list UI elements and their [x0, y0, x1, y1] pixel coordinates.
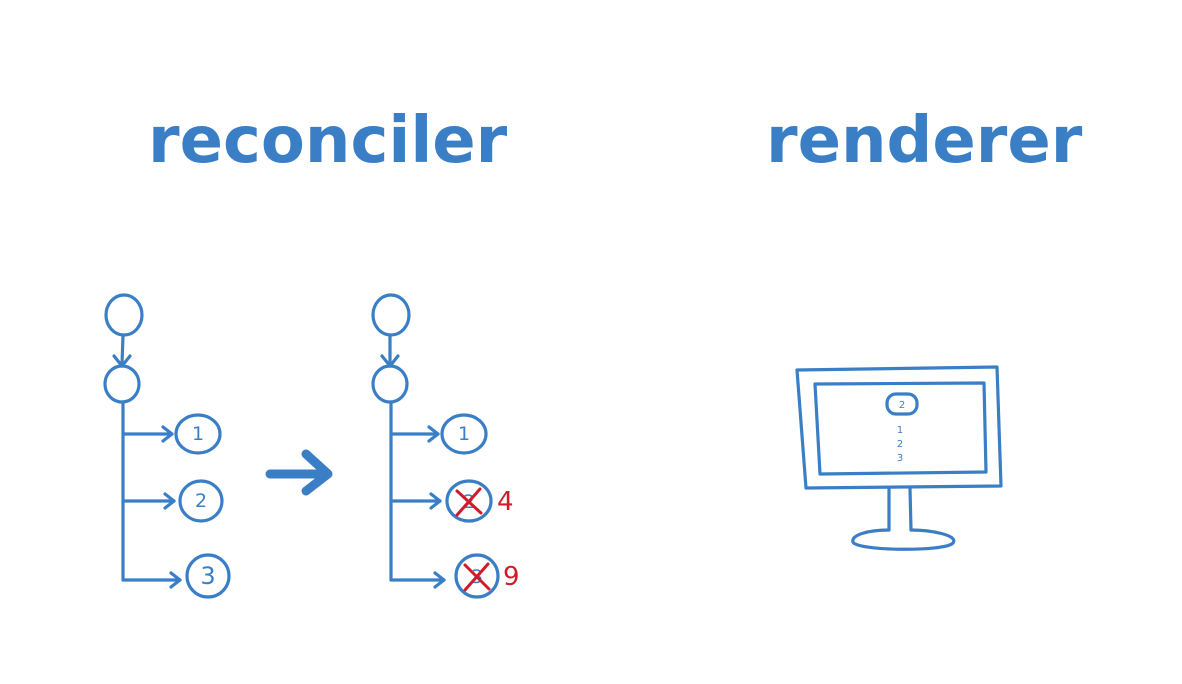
screen-list-item-3: 3 — [897, 453, 903, 464]
renderer-title: renderer — [766, 104, 1083, 178]
strike-through-mark-2 — [455, 487, 483, 517]
after-child-label-1: 1 — [458, 423, 470, 445]
before-arrowhead-3 — [169, 571, 182, 589]
before-child-label-2: 2 — [195, 490, 207, 512]
monitor-illustration: 2 1 2 3 — [795, 365, 1003, 551]
after-child-node-2 — [445, 479, 493, 523]
before-arrowhead-1 — [161, 425, 174, 443]
after-child-node-3 — [454, 553, 500, 599]
before-child-node-1 — [174, 413, 222, 455]
monitor-base — [851, 528, 956, 551]
before-child-node-3 — [185, 553, 231, 599]
strike-through-mark-3 — [463, 562, 491, 592]
after-parent-node — [371, 364, 409, 404]
monitor-outer-frame — [795, 365, 1003, 490]
screen-header-label: 2 — [899, 400, 905, 411]
before-root-node — [104, 293, 144, 337]
after-arrowhead-3 — [433, 571, 446, 589]
monitor-neck — [887, 486, 913, 532]
before-parent-node — [103, 364, 141, 404]
screen-list-item-1: 1 — [897, 425, 903, 436]
after-arrowhead-2 — [429, 492, 442, 510]
after-branch-line — [389, 400, 446, 582]
before-child-node-2 — [178, 479, 224, 523]
before-child-label-1: 1 — [192, 423, 204, 445]
before-child-label-3: 3 — [200, 562, 215, 590]
transition-arrowhead — [301, 449, 333, 496]
before-branch-line — [121, 400, 182, 582]
reconciler-title: reconciler — [148, 104, 508, 178]
before-tree: 1 2 3 — [103, 293, 231, 599]
after-arrowhead-1 — [427, 425, 440, 443]
after-child-node-1 — [440, 413, 488, 455]
screen-list-item-2: 2 — [897, 439, 903, 450]
replacement-value-9: 9 — [503, 562, 520, 592]
monitor-screen — [813, 381, 988, 476]
replacement-value-4: 4 — [497, 487, 514, 517]
after-tree: 1 2 4 3 9 — [371, 293, 520, 599]
screen-header-box — [885, 392, 919, 416]
after-root-node — [371, 293, 411, 337]
before-root-edge — [120, 334, 125, 366]
before-arrowhead-2 — [163, 492, 176, 510]
transition-arrow — [265, 449, 333, 496]
